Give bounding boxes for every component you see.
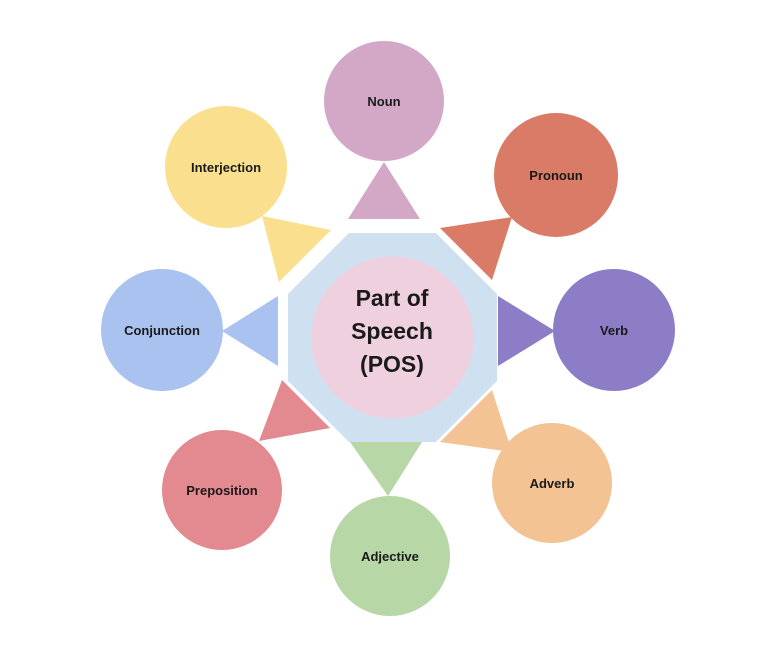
node-label-preposition: Preposition xyxy=(186,483,258,498)
node-circle-adverb xyxy=(492,423,612,543)
center-label-line-3: (POS) xyxy=(360,351,424,377)
node-label-verb: Verb xyxy=(600,323,628,338)
pointer-noun xyxy=(348,162,420,219)
node-circle-pronoun xyxy=(494,113,618,237)
pointer-conjunction xyxy=(222,296,278,366)
node-label-adverb: Adverb xyxy=(530,476,575,491)
node-label-interjection: Interjection xyxy=(191,160,261,175)
center-label-line-2: Speech xyxy=(351,318,433,344)
center-label-line-1: Part of xyxy=(356,285,429,311)
pointer-adjective xyxy=(350,442,422,496)
pointer-adverb xyxy=(440,390,512,452)
node-circle-conjunction xyxy=(101,269,223,391)
node-circle-preposition xyxy=(162,430,282,550)
node-label-adjective: Adjective xyxy=(361,549,419,564)
node-circle-noun xyxy=(324,41,444,161)
node-circle-interjection xyxy=(165,106,287,228)
node-circle-adjective xyxy=(330,496,450,616)
pointer-pronoun xyxy=(440,217,512,280)
pointer-triangles xyxy=(222,162,555,496)
pointer-preposition xyxy=(259,380,330,441)
node-label-conjunction: Conjunction xyxy=(124,323,200,338)
pointer-interjection xyxy=(262,216,331,282)
center-circle xyxy=(311,256,474,419)
node-label-noun: Noun xyxy=(367,94,400,109)
node-label-pronoun: Pronoun xyxy=(529,168,582,183)
node-circle-verb xyxy=(553,269,675,391)
pointer-verb xyxy=(498,296,555,366)
